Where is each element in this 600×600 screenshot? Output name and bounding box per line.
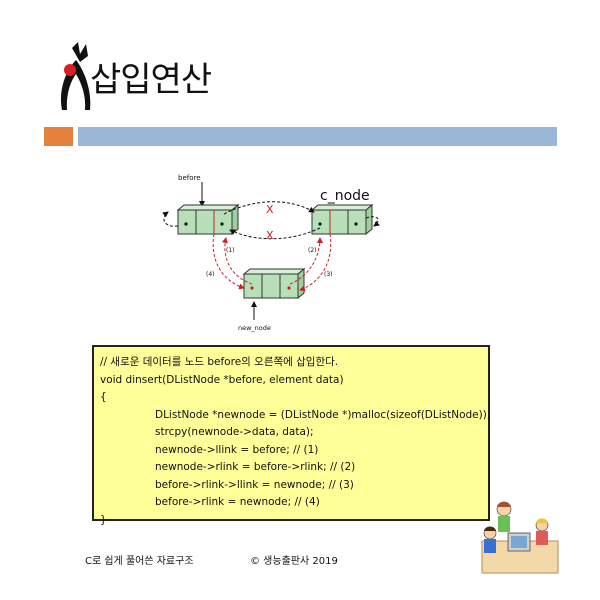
code-listing: // 새로운 데이터를 노드 before의 오른쪽에 삽입한다. void d… [92, 345, 491, 526]
code-line: // 새로운 데이터를 노드 before의 오른쪽에 삽입한다. [100, 356, 339, 368]
footer-copyright: © 생능출판사 2019 [250, 556, 338, 567]
doubly-linked-list-diagram: before c_node [162, 174, 380, 332]
removed-link-mark: X [266, 229, 274, 242]
code-line: newnode->llink = before; // (1) [155, 443, 319, 456]
new-node [242, 267, 306, 300]
code-line: strcpy(newnode->data, data); [155, 426, 314, 438]
insertion-diagram: before c_node [150, 168, 380, 334]
before-label: before [178, 174, 201, 182]
code-line: before->rlink->llink = newnode; // (3) [155, 478, 354, 491]
before-node [176, 203, 240, 236]
header-accent-blue [78, 127, 557, 146]
step-3-label: (3) [324, 271, 333, 278]
code-line: { [100, 391, 107, 403]
step-1-label: (1) [226, 247, 235, 254]
code-line: void dinsert(DListNode *before, element … [100, 373, 344, 386]
kids-at-computer-illustration [480, 497, 560, 575]
code-line: DListNode *newnode = (DListNode *)malloc… [155, 408, 491, 421]
current-node [310, 203, 374, 236]
removed-link-mark: X [266, 203, 274, 216]
code-line: } [100, 513, 107, 526]
duke-mascot-icon [50, 40, 180, 115]
step-4-label: (4) [206, 271, 215, 278]
code-line: before->rlink = newnode; // (4) [155, 496, 320, 508]
new-node-label: new_node [238, 324, 271, 332]
c-node-label: c_node [320, 188, 370, 204]
step-2-label: (2) [308, 247, 317, 254]
header-accent-orange [44, 127, 73, 146]
footer-book-title: C로 쉽게 풀어쓴 자료구조 [85, 556, 194, 567]
code-line: newnode->rlink = before->rlink; // (2) [155, 461, 356, 473]
slide-title: 삽입연산 [90, 60, 212, 100]
